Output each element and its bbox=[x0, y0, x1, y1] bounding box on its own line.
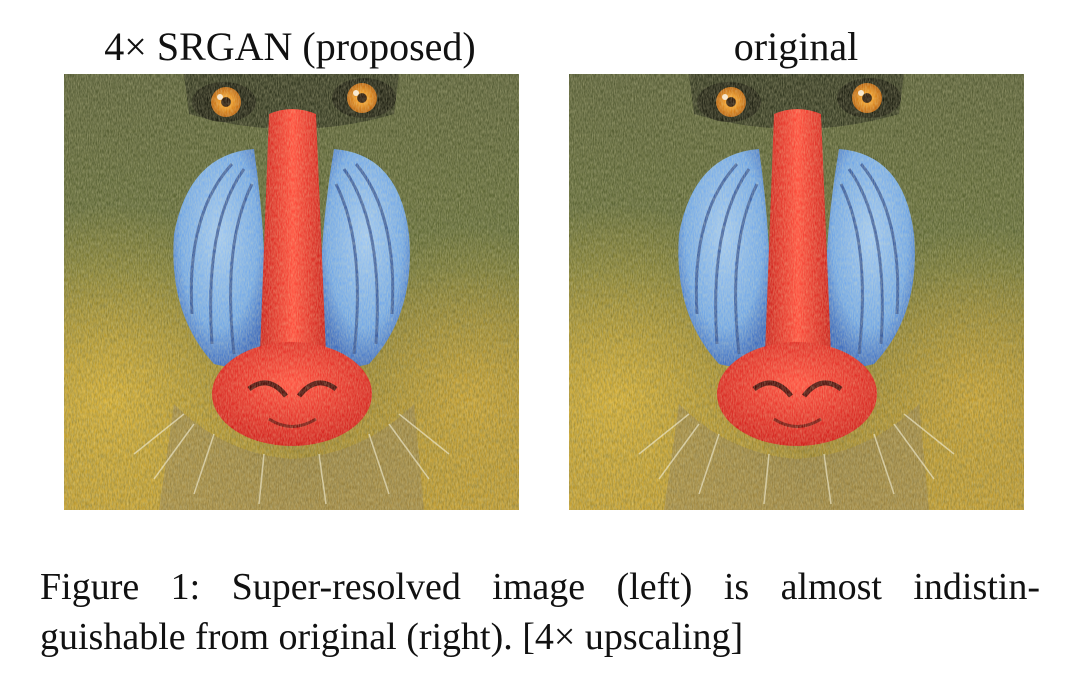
srgan-image bbox=[64, 74, 519, 510]
figure-caption-line-2: guishable from original (right). [4× ups… bbox=[40, 616, 744, 658]
panel-title-left: 4× SRGAN (proposed) bbox=[104, 24, 476, 69]
mandrill-illustration-left bbox=[64, 74, 519, 510]
original-image bbox=[569, 74, 1024, 510]
mandrill-illustration-right bbox=[569, 74, 1024, 510]
figure-caption-line-1: Figure 1: Super-resolved image (left) is… bbox=[40, 566, 1040, 608]
panel-title-right: original bbox=[733, 24, 859, 69]
